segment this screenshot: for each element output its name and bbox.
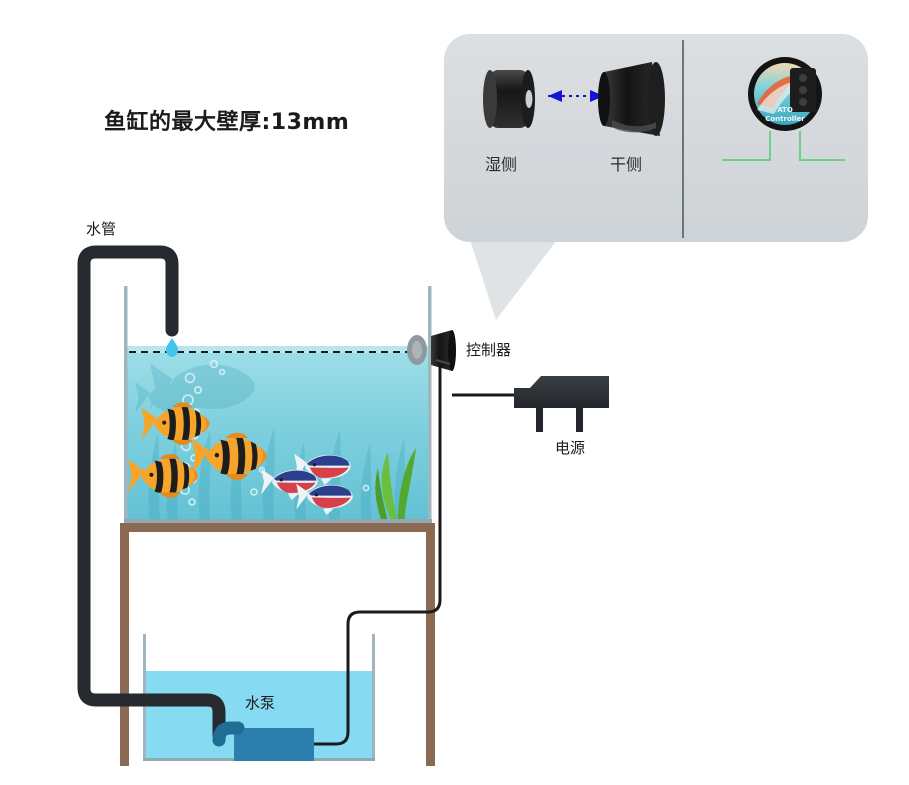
callout-panel: ATO Controller <box>444 34 868 242</box>
tank-glass-right <box>428 286 432 523</box>
water-hose <box>77 245 226 742</box>
badge-port-2 <box>799 86 807 94</box>
dry-side-rear <box>647 62 665 136</box>
product-badge: ATO Controller <box>748 57 822 131</box>
badge-circuit-traces <box>722 131 845 161</box>
tank-glass-bottom <box>124 519 432 523</box>
pump-body <box>234 728 314 761</box>
reservoir-wall-right <box>372 634 375 761</box>
stand-leg-left <box>120 523 129 766</box>
aquarium-tank <box>124 286 432 523</box>
plug-prong-left <box>536 408 543 432</box>
reservoir-container <box>143 634 375 761</box>
wet-side-sensor-illustration <box>483 70 535 128</box>
magnetic-coupling-arrow <box>548 90 604 102</box>
dry-side-body <box>604 62 660 136</box>
dry-side-front <box>598 72 610 126</box>
wet-side-back <box>483 70 497 128</box>
dry-side-highlight <box>612 120 656 133</box>
stand-top-rail <box>120 523 435 532</box>
tank-glass-left <box>124 286 128 523</box>
badge-port-1 <box>799 74 807 82</box>
power-plug <box>514 376 609 432</box>
tank-foreground-plant <box>375 448 416 522</box>
badge-port-3 <box>799 98 807 106</box>
wall-thickness-note: 鱼缸的最大壁厚:13mm <box>104 110 350 135</box>
label-power: 电源 <box>555 439 586 457</box>
stand-leg-right <box>426 523 435 766</box>
water-surface-highlight <box>126 346 431 353</box>
controller-dry-side-cap <box>448 330 456 371</box>
dry-side-sensor-illustration <box>598 62 665 136</box>
water-pump <box>212 721 314 761</box>
badge-line-2: Controller <box>765 115 805 123</box>
coupling-arrow-right <box>590 90 604 102</box>
badge-line-1: ATO <box>777 106 793 114</box>
wet-side-magnet <box>525 90 533 108</box>
coupling-arrow-left <box>548 90 562 102</box>
controller-to-pump-cable <box>314 355 442 746</box>
controller-sensor-assembly <box>407 330 456 371</box>
label-wet-side: 湿侧 <box>485 155 518 174</box>
pump-outlet-elbow <box>212 721 245 747</box>
label-dry-side: 干侧 <box>610 155 643 174</box>
plug-prong-right <box>576 408 583 432</box>
callout-tail <box>470 236 560 320</box>
controller-wet-side-face <box>412 341 422 359</box>
plug-body <box>514 376 609 408</box>
controller-dry-side-highlight <box>435 359 451 365</box>
water-droplet <box>166 338 178 357</box>
tank-stand <box>120 523 435 766</box>
wet-side-body <box>490 70 528 128</box>
label-water-pipe: 水管 <box>86 220 117 238</box>
label-controller: 控制器 <box>466 341 512 359</box>
label-pump: 水泵 <box>245 694 276 712</box>
